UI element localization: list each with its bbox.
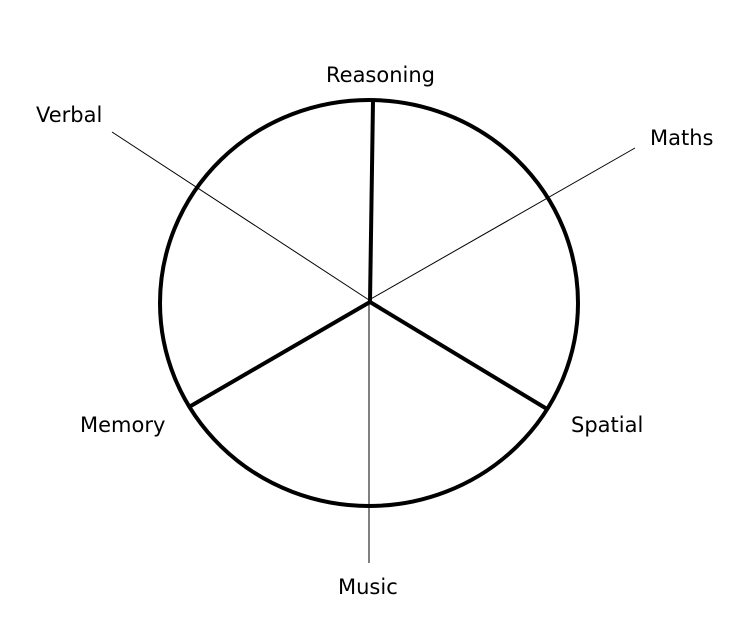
label-spatial: Spatial	[571, 413, 643, 437]
memory-divider	[187, 300, 372, 409]
reasoning-divider	[368, 100, 375, 303]
label-memory: Memory	[80, 413, 165, 437]
verbal-line	[111, 131, 370, 301]
spatial-divider	[368, 300, 549, 411]
label-reasoning: Reasoning	[326, 63, 435, 87]
label-music: Music	[338, 575, 398, 599]
outer-circle	[158, 98, 580, 508]
label-maths: Maths	[650, 126, 713, 150]
maths-line	[368, 147, 636, 301]
label-verbal: Verbal	[36, 103, 102, 127]
